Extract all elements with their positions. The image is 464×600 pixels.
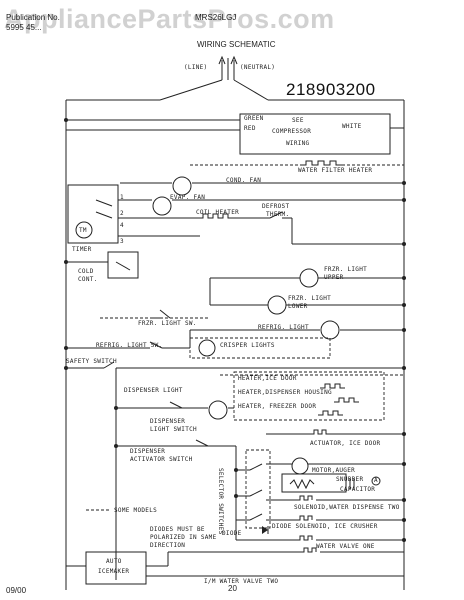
cond-fan-label: COND. FAN — [226, 177, 262, 184]
evap-fan-motor — [152, 196, 172, 216]
dispenser-activator-label-2: ACTIVATOR SWITCH — [130, 456, 193, 463]
frzr-light-upper-label: FRZR. LIGHT — [324, 266, 368, 273]
crisper-light-bulb — [198, 339, 216, 357]
wiring-label: WIRING — [286, 140, 310, 147]
frzr-light-upper-bulb — [299, 268, 319, 288]
heater-freezer-door-label: HEATER, FREEZER DOOR — [238, 403, 317, 410]
see-label: SEE — [292, 117, 304, 124]
refrig-light-sw-label: REFRIG. LIGHT SW. — [96, 342, 163, 349]
diodes-note-line-3: DIRECTION — [150, 542, 186, 549]
heater-ice-door-label: HEATER,ICE DOOR — [238, 375, 297, 382]
diodes-note-line-1: DIODES MUST BE — [150, 526, 205, 533]
frzr-light-sw-label: FRZR. LIGHT SW. — [138, 320, 197, 327]
page-number: 20 — [228, 584, 237, 593]
diodes-note-line-2: POLARIZED IN SAME — [150, 534, 217, 541]
selector-switches-label: SELECTOR SWITCHES — [217, 468, 224, 535]
dispenser-light-bulb — [208, 400, 228, 420]
frzr-light-lower-bulb — [267, 295, 287, 315]
evap-fan-label: EVAP. FAN — [170, 194, 206, 201]
red-wire-label: RED — [244, 125, 256, 132]
compressor-label: COMPRESSOR — [272, 128, 312, 135]
some-models-label: SOME MODELS — [114, 507, 158, 514]
timer-motor — [75, 221, 93, 239]
green-wire-label: GREEN — [244, 115, 264, 122]
compressor-wiring-box — [239, 113, 391, 155]
cold-label: COLD — [78, 268, 94, 275]
publication-number: 5995 45... — [6, 23, 42, 32]
page-title: WIRING SCHEMATIC — [197, 40, 276, 49]
heaters-group — [233, 371, 385, 421]
model-number: MRS26LGJ — [195, 13, 237, 22]
water-filter-heater-label: WATER FILTER HEATER — [298, 167, 373, 174]
cold-control-box — [107, 251, 139, 279]
selector-switches-group — [245, 449, 271, 529]
solenoid-water-dispense-label: SOLENOID,WATER DISPENSE TWO — [294, 504, 400, 511]
terminal-3-label: 3 — [120, 238, 124, 245]
diode-label: DIODE — [222, 530, 242, 537]
heater-dispenser-housing-label: HEATER,DISPENSER HOUSING — [238, 389, 332, 396]
watermark-text: AppliancePartsPros.com — [4, 4, 335, 34]
defrost-label: DEFROST — [262, 203, 290, 210]
therm-label: THERM. — [266, 211, 290, 218]
refrig-light-label: REFRIG. LIGHT — [258, 324, 309, 331]
im-water-valve-two-label: I/M WATER VALVE TWO — [204, 578, 279, 585]
auto-label: AUTO — [106, 558, 122, 565]
dispenser-light-switch-label-2: LIGHT SWITCH — [150, 426, 197, 433]
auger-motor — [291, 457, 309, 475]
neutral-label: (NEUTRAL) — [240, 64, 276, 71]
crisper-lights-label: CRISPER LIGHTS — [220, 342, 275, 349]
terminal-1-label: 1 — [120, 194, 124, 201]
snubber-box — [281, 473, 347, 493]
motor-auger-label: MOTOR,AUGER — [312, 467, 356, 474]
upper-label: UPPER — [324, 274, 344, 281]
crisper-lights-group — [189, 337, 331, 359]
auto-icemaker-box — [85, 551, 147, 585]
snubber-label: SNUBBER — [336, 476, 364, 483]
power-plug-symbol — [159, 55, 269, 101]
white-wire-label: WHITE — [342, 123, 362, 130]
note-a-label: A — [374, 477, 378, 484]
dispenser-light-label: DISPENSER LIGHT — [124, 387, 183, 394]
line-rail — [65, 99, 160, 590]
footer-date: 09/00 — [6, 586, 27, 595]
publication-label: Publication No. — [6, 13, 60, 22]
cond-fan-motor — [172, 176, 192, 196]
lower-label: LOWER — [288, 303, 308, 310]
timer-box — [67, 184, 119, 244]
timer-motor-label: TM — [79, 227, 87, 234]
cont-label: CONT. — [78, 276, 98, 283]
coil-heater-label: COIL HEATER — [196, 209, 240, 216]
dispenser-light-switch-label: DISPENSER — [150, 418, 186, 425]
part-number: 218903200 — [286, 80, 376, 99]
diode-solenoid-ice-crusher-label: DIODE SOLENOID, ICE CRUSHER — [272, 523, 378, 530]
actuator-ice-door-label: ACTUATOR, ICE DOOR — [310, 440, 381, 447]
capacitor-label: CAPACITOR — [340, 486, 376, 493]
terminal-2-label: 2 — [120, 210, 124, 217]
refrig-light-bulb — [320, 320, 340, 340]
frzr-light-lower-label: FRZR. LIGHT — [288, 295, 332, 302]
dispenser-activator-label: DISPENSER — [130, 448, 166, 455]
icemaker-label: ICEMAKER — [98, 568, 130, 575]
safety-switch-label: SAFETY SWITCH — [66, 358, 117, 365]
note-a-circle — [371, 476, 381, 486]
timer-label: TIMER — [72, 246, 92, 253]
terminal-4-label: 4 — [120, 222, 124, 229]
line-label: (LINE) — [184, 64, 208, 71]
water-valve-one-label: WATER VALVE ONE — [316, 543, 375, 550]
